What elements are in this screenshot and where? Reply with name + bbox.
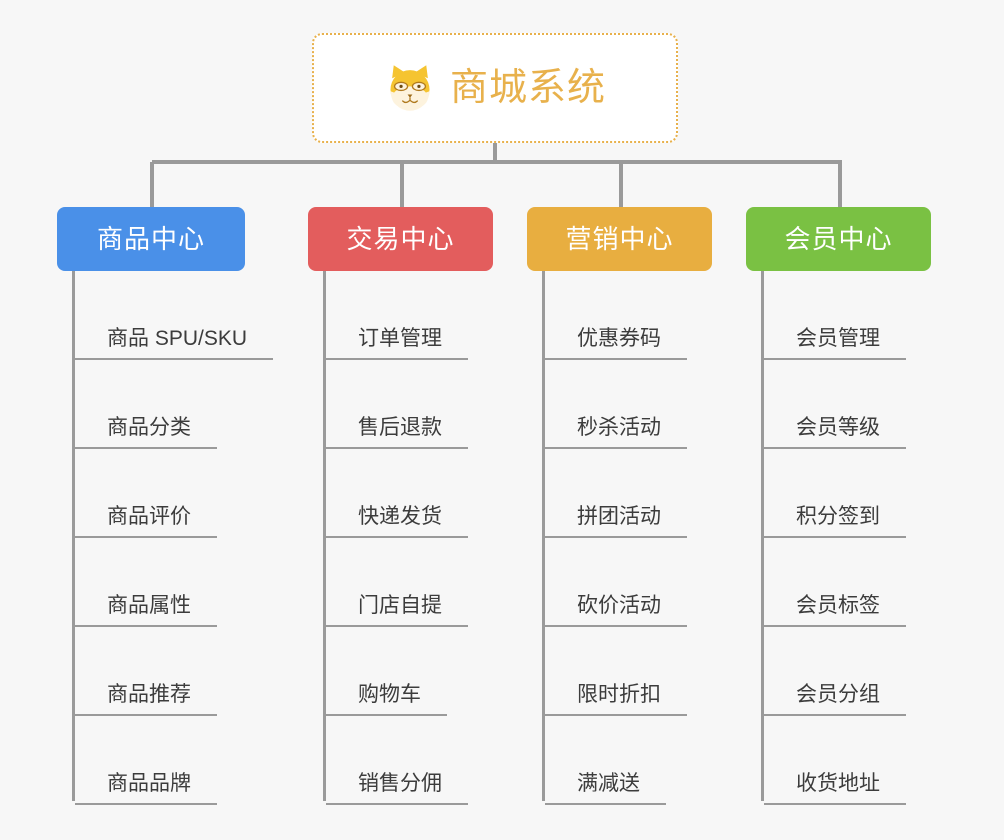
leaf-label: 砍价活动 [545,594,687,627]
leaf-label: 商品属性 [75,594,217,627]
leaf-item[interactable]: 购物车 [323,627,553,716]
category-box-3[interactable]: 营销中心 [527,207,712,271]
leaf-label: 积分签到 [764,505,906,538]
leaf-item[interactable]: 砍价活动 [542,538,772,627]
leaf-label: 快递发货 [326,505,468,538]
leaf-label: 销售分佣 [326,772,468,805]
leaf-spine-2 [323,271,326,801]
connector-drop-3 [619,162,623,207]
leaf-spine-4 [761,271,764,801]
leaf-item[interactable]: 拼团活动 [542,449,772,538]
leaf-item[interactable]: 门店自提 [323,538,553,627]
category-label-3: 营销中心 [565,224,674,254]
leaf-label: 订单管理 [326,327,468,360]
leaf-item[interactable]: 快递发货 [323,449,553,538]
category-label-1: 商品中心 [96,224,205,254]
category-box-2[interactable]: 交易中心 [308,207,493,271]
leaf-label: 门店自提 [326,594,468,627]
leaf-label: 收货地址 [764,772,906,805]
leaf-item[interactable]: 商品评价 [72,449,302,538]
category-box-1[interactable]: 商品中心 [57,207,245,271]
leaf-column-2: 订单管理 售后退款 快递发货 门店自提 购物车 销售分佣 [323,271,553,805]
leaf-label: 会员管理 [764,327,906,360]
connector-drop-2 [400,162,404,207]
leaf-label: 限时折扣 [545,683,687,716]
leaf-item[interactable]: 优惠券码 [542,271,772,360]
leaf-column-4: 会员管理 会员等级 积分签到 会员标签 会员分组 收货地址 [761,271,991,805]
leaf-item[interactable]: 售后退款 [323,360,553,449]
leaf-label: 会员标签 [764,594,906,627]
connector-drop-1 [150,162,154,207]
category-box-4[interactable]: 会员中心 [746,207,931,271]
leaf-item[interactable]: 商品分类 [72,360,302,449]
leaf-item[interactable]: 会员标签 [761,538,991,627]
leaf-spine-3 [542,271,545,801]
connector-root-stub [493,143,497,164]
leaf-label: 售后退款 [326,416,468,449]
connector-drop-4 [838,162,842,207]
root-title: 商城系统 [449,67,606,109]
leaf-label: 商品品牌 [75,772,217,805]
shiba-dog-face-icon [390,65,430,111]
leaf-item[interactable]: 订单管理 [323,271,553,360]
leaf-spine-1 [72,271,75,801]
leaf-item[interactable]: 满减送 [542,716,772,805]
leaf-column-3: 优惠券码 秒杀活动 拼团活动 砍价活动 限时折扣 满减送 [542,271,772,805]
leaf-label: 秒杀活动 [545,416,687,449]
leaf-item[interactable]: 商品属性 [72,538,302,627]
leaf-label: 满减送 [545,772,666,805]
leaf-label: 会员分组 [764,683,906,716]
leaf-label: 拼团活动 [545,505,687,538]
leaf-item[interactable]: 收货地址 [761,716,991,805]
leaf-label: 商品 SPU/SKU [75,327,274,360]
leaf-item[interactable]: 商品推荐 [72,627,302,716]
category-label-4: 会员中心 [784,224,893,254]
connector-horizontal-bus [152,160,842,164]
leaf-label: 商品评价 [75,505,217,538]
leaf-item[interactable]: 限时折扣 [542,627,772,716]
leaf-column-1: 商品 SPU/SKU 商品分类 商品评价 商品属性 商品推荐 商品品牌 [72,271,302,805]
leaf-label: 会员等级 [764,416,906,449]
leaf-item[interactable]: 商品 SPU/SKU [72,271,302,360]
leaf-item[interactable]: 商品品牌 [72,716,302,805]
root-node[interactable]: 商城系统 [312,33,678,143]
leaf-label: 购物车 [326,683,447,716]
leaf-item[interactable]: 秒杀活动 [542,360,772,449]
leaf-item[interactable]: 会员等级 [761,360,991,449]
category-label-2: 交易中心 [346,224,455,254]
leaf-item[interactable]: 销售分佣 [323,716,553,805]
leaf-item[interactable]: 会员管理 [761,271,991,360]
leaf-item[interactable]: 会员分组 [761,627,991,716]
leaf-item[interactable]: 积分签到 [761,449,991,538]
leaf-label: 优惠券码 [545,327,687,360]
leaf-label: 商品推荐 [75,683,217,716]
leaf-label: 商品分类 [75,416,217,449]
